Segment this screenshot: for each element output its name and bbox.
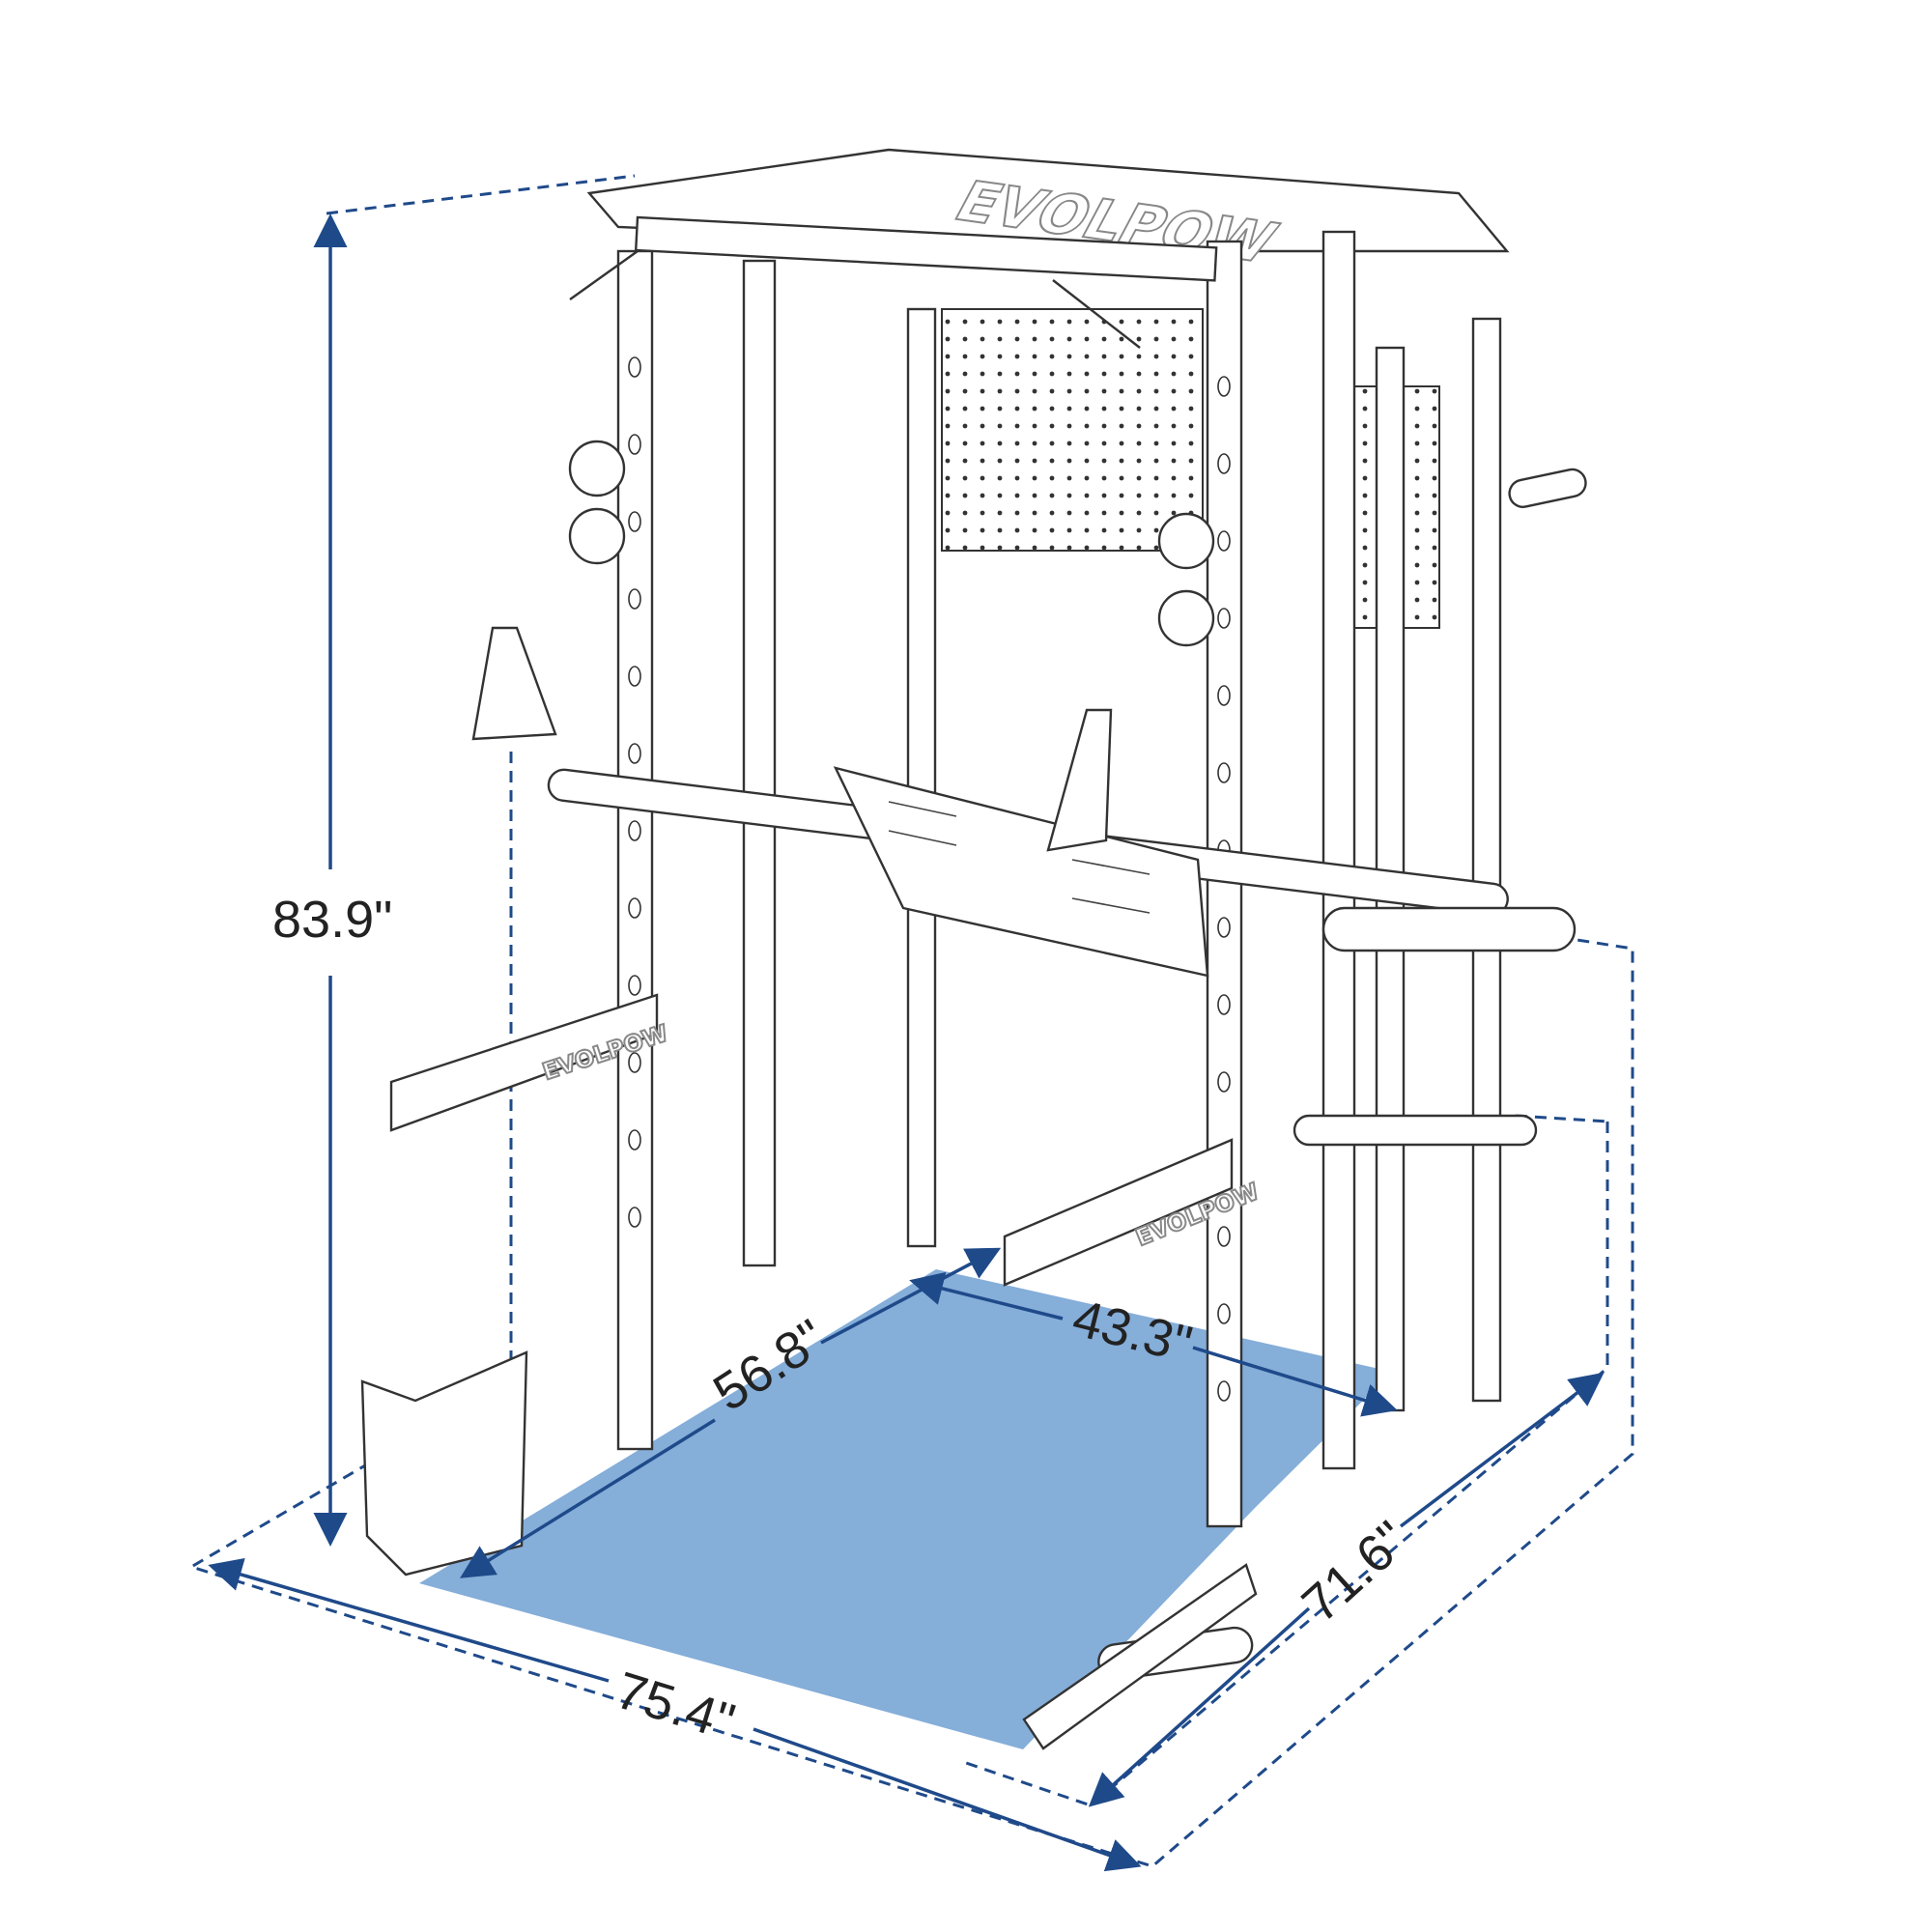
dimension-lines — [208, 213, 1605, 1872]
width-label: 75.4" — [610, 1662, 741, 1752]
floor-area — [419, 1269, 1392, 1749]
height-label: 83.9" — [272, 891, 392, 949]
power-rack: EVOLPOW EVOLPOW EVOLPOW — [360, 148, 1587, 1750]
depth-label: 71.6" — [1292, 1510, 1420, 1634]
